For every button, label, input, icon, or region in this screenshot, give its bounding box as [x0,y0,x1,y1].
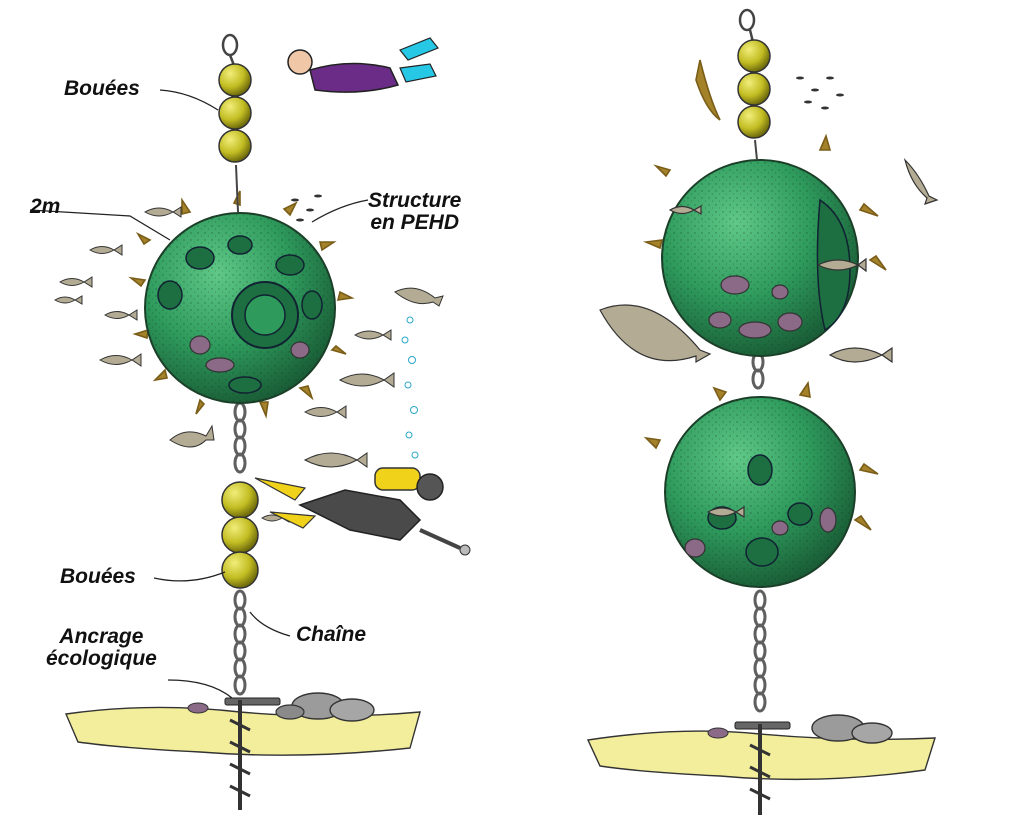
rock-icon [811,714,893,744]
label-structure-line2: en PEHD [370,211,460,235]
seabed-left [64,692,421,756]
label-diameter: 2m [30,195,61,218]
label-buoys-bottom: Bouées [60,565,136,588]
bubbles [401,316,419,459]
crab-icon [707,727,729,739]
chain-right-middle [751,351,765,390]
chain-left-middle [233,401,247,474]
buoy-icon [737,39,771,139]
reef-sphere-right-upper [661,159,859,357]
snorkeler-icon [287,37,439,93]
algae-icon [128,190,355,419]
anchor-icon [224,697,281,810]
label-anchor: Ancrage écologique [46,625,157,671]
reef-sphere-left [144,212,336,404]
anchor-icon [734,721,791,815]
label-chain: Chaîne [296,623,367,646]
chain-left-lower [233,589,247,696]
algae-icon [642,59,887,531]
chain-right-lower [753,589,767,713]
rock-icon [275,692,375,722]
leader-lines [29,89,369,699]
crab-icon [187,702,209,714]
fish-icon [599,158,939,519]
label-buoys-top: Bouées [64,77,140,100]
fish-icon [54,206,444,523]
buoy-icon [218,63,252,163]
label-anchor-line1: Ancrage [59,625,144,648]
label-structure: Structure en PEHD [368,189,462,235]
label-structure-line1: Structure [368,189,462,212]
diver-icon [254,467,471,556]
label-anchor-line2: écologique [46,647,157,671]
fish-school [291,76,844,222]
buoy-icon [221,481,259,589]
reef-sphere-right-lower [664,396,856,588]
